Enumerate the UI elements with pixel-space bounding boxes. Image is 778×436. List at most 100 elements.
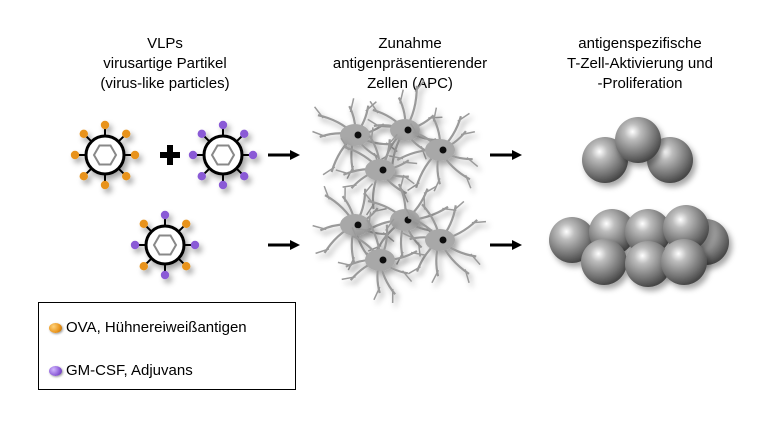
dendrite-branch <box>401 270 413 283</box>
dendrite-branch <box>470 253 481 266</box>
dendrite-branch <box>402 174 415 185</box>
gm-csf-dot <box>197 172 206 181</box>
dendrite-branch <box>466 156 479 168</box>
ova-antigen-dot-icon <box>49 322 62 333</box>
t-cell <box>625 241 671 287</box>
dendrite-branch <box>407 182 420 192</box>
arrow-icon <box>490 150 522 160</box>
dendrite-branch <box>402 232 416 240</box>
dendrite-branch <box>372 207 387 213</box>
dendrite-branch <box>409 123 419 136</box>
dendrite-branch <box>365 202 376 216</box>
dendrite-branch <box>432 107 438 122</box>
cell-nucleus <box>439 236 447 244</box>
dendrite-branch <box>405 207 414 221</box>
ova-antigen-dot <box>122 129 131 138</box>
ova-antigen-dot <box>79 129 88 138</box>
legend-item-ova: OVA, Hühnereiweißantigen <box>49 319 247 336</box>
dendrite-branch <box>363 192 374 205</box>
dendrite-branch <box>399 176 405 191</box>
t-cell <box>582 137 628 183</box>
cell-nucleus <box>439 146 447 154</box>
ova-antigen-dot <box>79 172 88 181</box>
gm-csf-dot <box>160 270 170 280</box>
cell-nucleus <box>404 126 412 134</box>
dendrite-branch <box>312 224 327 231</box>
vlp-capsid <box>144 224 186 266</box>
arrow-head <box>290 240 300 250</box>
header-line: (virus-like particles) <box>100 75 230 92</box>
dendrite-branch <box>389 155 404 160</box>
gm-csf-dot <box>130 240 140 250</box>
dendrite-branch <box>382 232 395 243</box>
plus-bar <box>167 145 173 165</box>
arrow-icon <box>268 150 300 160</box>
dendritic-cell <box>389 107 479 192</box>
ova-antigen-dot <box>139 219 148 228</box>
dendrite-branch <box>335 169 350 175</box>
dendrite-branch <box>431 269 440 284</box>
dendrite-branch <box>351 227 359 241</box>
dendrite-branch <box>349 98 355 113</box>
header-line: VLPs <box>147 35 183 52</box>
ova-antigen-dot <box>182 219 191 228</box>
t-cell <box>661 239 707 285</box>
cell-nucleus <box>379 166 387 174</box>
dendrite-branch <box>370 127 374 142</box>
hexagon-icon <box>210 144 236 166</box>
dendritic-cell <box>402 195 487 284</box>
dendrite-branch <box>322 166 336 176</box>
dendrite-branch <box>457 112 470 122</box>
legend-box: OVA, Hühnereiweißantigen GM-CSF, Adjuvan… <box>38 302 296 390</box>
dendrite-branch <box>355 227 371 232</box>
t-cell <box>615 117 661 163</box>
dendrite-branch <box>471 220 487 224</box>
dendrite-branch <box>373 286 381 301</box>
dendrite-branch <box>337 261 352 267</box>
header-line: -Proliferation <box>597 75 683 92</box>
dendrite-branch <box>420 145 427 160</box>
ova-antigen-dot <box>139 262 148 271</box>
header-vlps: VLPs virusartige Partikel (virus-like pa… <box>45 34 285 94</box>
header-line: virusartige Partikel <box>103 55 227 72</box>
arrow-head <box>290 150 300 160</box>
ova-antigen-dot <box>100 180 110 190</box>
dendrite-branch <box>342 184 357 188</box>
legend-item-gmcsf: GM-CSF, Adjuvans <box>49 362 193 379</box>
ova-antigen-dot <box>122 172 131 181</box>
header-line: antigenspezifische <box>578 35 702 52</box>
legend-label: OVA, Hühnereiweißantigen <box>66 319 247 336</box>
ova-antigen-dot <box>70 150 80 160</box>
dendritic-cell <box>367 80 446 179</box>
dendrite-branch <box>341 276 356 281</box>
gm-csf-dot <box>197 129 206 138</box>
header-line: T-Zell-Aktivierung und <box>567 55 713 72</box>
vlp-combined <box>130 210 200 280</box>
gm-csf-dot <box>218 180 228 190</box>
vlp-capsid <box>202 134 244 176</box>
vlp-ova <box>70 120 140 190</box>
header-apc: Zunahme antigenpräsentierender Zellen (A… <box>290 34 530 94</box>
dendrite-branch <box>433 177 441 192</box>
dendrite-branch <box>411 251 426 256</box>
dendrite-branch <box>368 211 372 226</box>
dendrite-branch <box>464 269 470 284</box>
header-line: Zunahme <box>378 35 442 52</box>
plus-icon <box>160 145 180 165</box>
cell-nucleus <box>379 256 387 264</box>
dendrite-branch <box>365 101 377 112</box>
dendrite-branch <box>367 118 381 128</box>
dendrite-branch <box>323 185 330 200</box>
dendritic-cell <box>312 183 395 271</box>
vlp-gmcsf <box>188 120 258 190</box>
dendrite-branch <box>387 133 398 146</box>
dendrite-branch <box>414 80 425 93</box>
arrow-head <box>512 240 522 250</box>
gm-csf-dot <box>160 210 170 220</box>
gm-csf-dot <box>190 240 200 250</box>
legend-label: GM-CSF, Adjuvans <box>66 362 193 379</box>
dendrite-branch <box>428 116 443 119</box>
cell-nucleus <box>354 131 362 139</box>
